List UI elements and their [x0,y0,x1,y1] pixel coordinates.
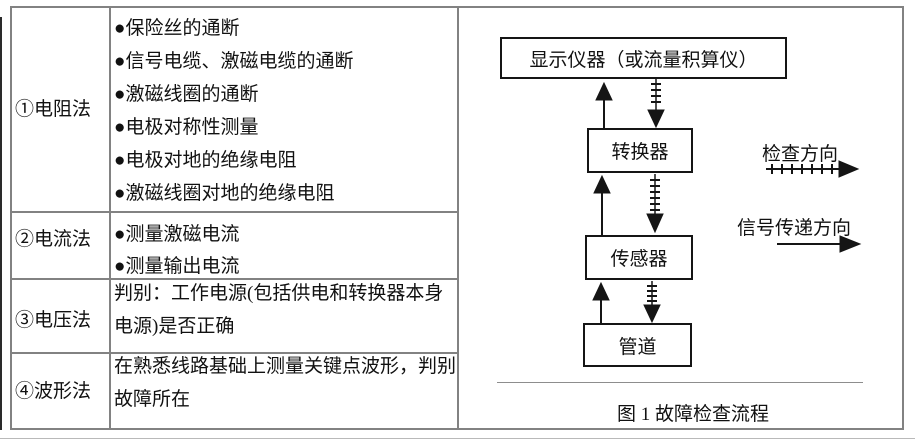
bullet-item: ●电极对称性测量 [114,117,259,138]
content-cell-current: ●测量激磁电流 ●测量输出电流 [114,219,458,283]
bullet-item: ●电极对地的绝缘电阻 [114,150,297,171]
legend-check-direction: 检查方向 [762,144,839,165]
text-line: 电源)是否正确 [114,316,235,337]
bullet-item: ●激磁线圈的通断 [114,84,259,105]
page-bottom-faint-rule [0,438,915,439]
caption-rule [497,382,863,383]
flow-node-pipeline: 管道 [583,323,692,367]
method-label-voltage: ③电压法 [15,310,92,331]
bullet-item: ●测量激磁电流 [114,224,240,245]
content-cell-resistance: ●保险丝的通断 ●信号电缆、激磁电缆的通断 ●激磁线圈的通断 ●电极对称性测量 … [114,12,458,210]
figure-caption: 图 1 故障检查流程 [617,404,770,425]
bullet-item: ●信号电缆、激磁电缆的通断 [114,51,354,72]
page-left-edge-line [0,17,2,430]
table-column-divider [109,6,111,430]
method-label-resistance: ①电阻法 [15,99,92,120]
text-line: 在熟悉线路基础上测量关键点波形，判别 [114,356,457,377]
legend-signal-direction: 信号传递方向 [737,218,852,239]
bullet-item: ●测量输出电流 [114,256,240,277]
content-cell-waveform: 在熟悉线路基础上测量关键点波形，判别 故障所在 [114,350,458,416]
method-label-current: ②电流法 [15,229,92,250]
text-line: 故障所在 [114,389,191,410]
method-label-waveform: ④波形法 [15,381,92,402]
bullet-item: ●激磁线圈对地的绝缘电阻 [114,183,335,204]
table-figure-divider [457,6,459,430]
text-line: 判别：工作电源(包括供电和转换器本身 [114,283,444,304]
flow-node-converter: 转换器 [587,128,693,173]
row-divider-1 [10,211,459,213]
flow-node-sensor: 传感器 [585,235,693,280]
content-cell-voltage: 判别：工作电源(包括供电和转换器本身 电源)是否正确 [114,277,458,343]
row-divider-2 [10,278,459,280]
bullet-item: ●保险丝的通断 [114,18,240,39]
row-divider-3 [10,352,459,354]
flow-node-display-instrument: 显示仪器（或流量积算仪） [500,37,787,79]
